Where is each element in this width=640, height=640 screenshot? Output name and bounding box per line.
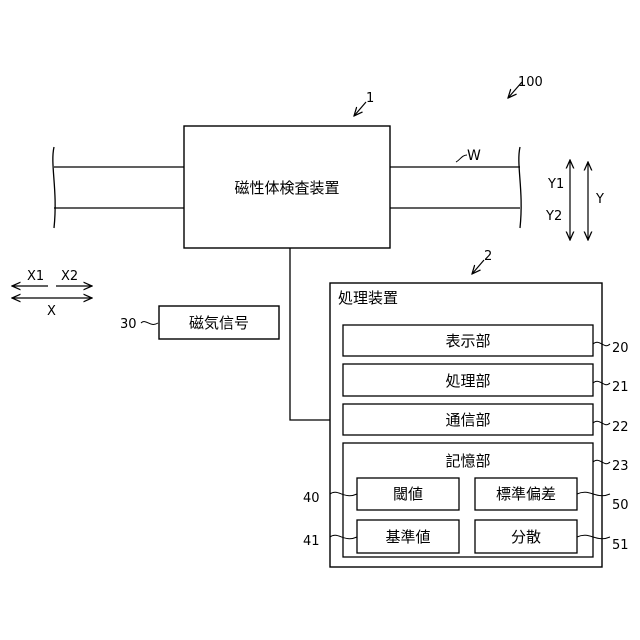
display-unit-label: 表示部 [445,332,490,350]
workpiece-label: W [467,148,481,164]
storage-unit-label: 記憶部 [445,452,490,470]
threshold-label: 閾値 [393,485,423,503]
stddev-ref-label: 50 [612,498,629,513]
processing-device-label: 処理装置 [338,289,398,307]
signal-ref-label: 30 [120,317,137,332]
y1-label: Y1 [547,177,564,192]
processor-ref-arrow [472,260,484,274]
magnetic-signal-label: 磁気信号 [189,314,249,332]
variance-label: 分散 [511,528,541,546]
device-ref-label: 1 [366,91,374,106]
signal-ref-leader [141,322,158,325]
x-label: X [47,304,56,319]
display-ref-label: 20 [612,341,629,356]
system-ref-arrow [508,82,522,98]
comm-ref-label: 22 [612,420,629,435]
x1-label: X1 [27,269,44,284]
x2-label: X2 [61,269,78,284]
reference-value-label: 基準値 [385,528,430,546]
workpiece-leader [456,155,467,162]
stddev-label: 標準偏差 [496,485,556,503]
processing-ref-label: 21 [612,380,629,395]
y2-label: Y2 [545,209,562,224]
comm-unit-label: 通信部 [445,411,490,429]
y-label: Y [595,192,604,207]
processing-unit-label: 処理部 [445,372,490,390]
storage-ref-label: 23 [612,459,629,474]
inspection-device-label: 磁性体検査装置 [234,179,339,197]
variance-ref-label: 51 [612,538,629,553]
reference-ref-label: 41 [303,534,320,549]
threshold-ref-label: 40 [303,491,320,506]
processor-ref-label: 2 [484,249,492,264]
device-ref-arrow [354,102,366,116]
